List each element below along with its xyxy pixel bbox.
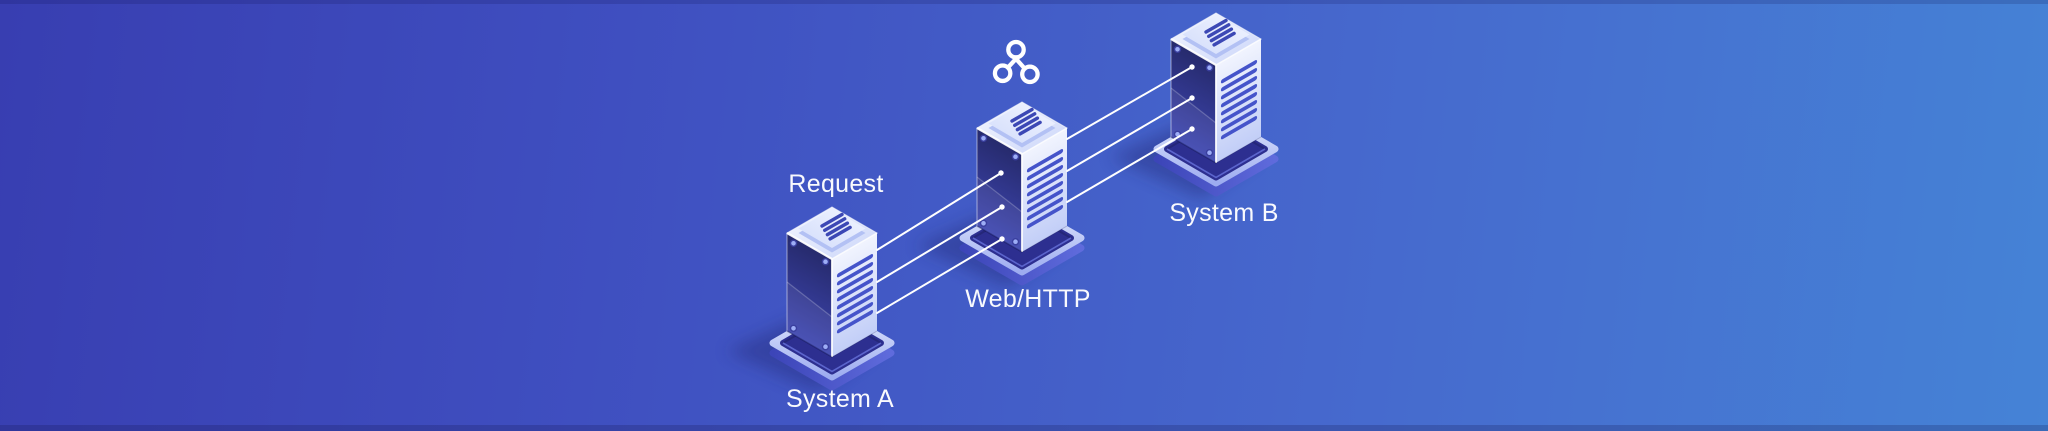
- connection-line: [1066, 66, 1193, 140]
- node-label-web-http: Web/HTTP: [965, 285, 1091, 313]
- connection-line: [876, 206, 1003, 283]
- node-label-system-a: System A: [786, 385, 894, 413]
- server-system-b: [1110, 13, 1275, 199]
- connection-line: [876, 172, 1002, 251]
- connection-line: [1066, 128, 1193, 203]
- server-web-http: [916, 102, 1081, 288]
- connection-system-a-to-web-http: [876, 172, 1003, 314]
- webhook-icon: [992, 39, 1040, 85]
- server-system-a: [726, 207, 891, 393]
- connection-label-request: Request: [788, 170, 883, 198]
- connection-endpoint-dot: [999, 204, 1005, 210]
- connection-line: [876, 238, 1003, 314]
- connection-endpoint-dot: [999, 236, 1005, 242]
- connection-endpoint-dot: [1189, 95, 1195, 101]
- connection-endpoint-dot: [1189, 126, 1195, 132]
- connection-line: [1066, 97, 1193, 172]
- connection-endpoints-system-b: [1189, 64, 1195, 132]
- connection-web-http-to-system-b: [1066, 66, 1193, 203]
- node-label-system-b: System B: [1169, 199, 1278, 227]
- connection-endpoint-dot: [1189, 64, 1195, 70]
- connection-endpoint-dot: [998, 170, 1004, 176]
- connection-endpoints-web-http: [998, 170, 1005, 242]
